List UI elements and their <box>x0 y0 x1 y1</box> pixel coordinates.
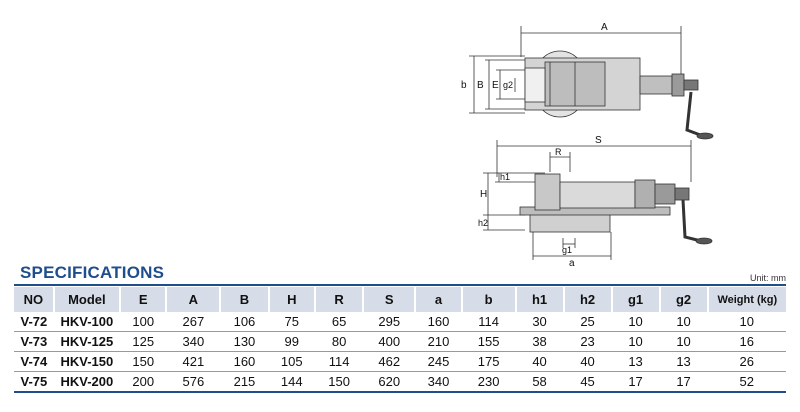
model-cell: HKV-125 <box>53 331 121 352</box>
table-cell: 23 <box>563 331 612 352</box>
column-header: NO <box>14 287 54 312</box>
table-cell: 25 <box>563 312 612 332</box>
table-cell: 144 <box>268 371 315 393</box>
table-cell: 99 <box>268 331 315 352</box>
dim-B-label: B <box>477 80 484 91</box>
column-header: H <box>267 287 315 312</box>
dim-g2-label: g2 <box>503 80 513 90</box>
table-cell: 215 <box>220 371 269 393</box>
table-cell: 210 <box>415 331 462 352</box>
dim-g1-label: g1 <box>562 245 572 255</box>
title-divider <box>14 284 786 286</box>
table-cell: 26 <box>707 351 786 372</box>
table-cell: 65 <box>314 312 364 332</box>
specifications-title: SPECIFICATIONS <box>20 263 165 282</box>
model-cell: HKV-100 <box>53 312 121 332</box>
table-cell: 150 <box>314 371 364 393</box>
column-header: R <box>313 287 364 312</box>
column-header: g2 <box>658 287 708 312</box>
table-cell: 114 <box>314 351 364 372</box>
table-cell: 462 <box>363 351 416 372</box>
table-cell: 17 <box>659 371 708 393</box>
dim-R-label: R <box>555 147 562 157</box>
column-header: b <box>460 287 516 312</box>
table-cell: 100 <box>120 312 167 332</box>
dim-h1-label: h1 <box>500 172 510 182</box>
table-cell: 10 <box>611 312 660 332</box>
table-cell: 105 <box>268 351 315 372</box>
table-cell: 400 <box>363 331 416 352</box>
table-cell: 40 <box>515 351 564 372</box>
table-cell: 125 <box>120 331 167 352</box>
table-cell: 106 <box>220 312 269 332</box>
table-cell: 130 <box>220 331 269 352</box>
table-cell: 267 <box>166 312 221 332</box>
table-cell: 13 <box>611 351 660 372</box>
table-cell: 155 <box>461 331 516 352</box>
dim-H-label: H <box>480 189 487 200</box>
column-header: h2 <box>562 287 612 312</box>
column-header: Weight (kg) <box>706 287 786 312</box>
column-header: g1 <box>610 287 660 312</box>
model-cell: HKV-150 <box>53 351 121 372</box>
dim-S-label: S <box>595 135 602 146</box>
column-header: B <box>219 287 269 312</box>
column-header: S <box>362 287 416 312</box>
table-cell: 245 <box>415 351 462 372</box>
column-header: Model <box>52 287 121 312</box>
table-cell: 114 <box>461 312 516 332</box>
table-cell: 38 <box>515 331 564 352</box>
table-cell: 160 <box>415 312 462 332</box>
table-cell: 340 <box>166 331 221 352</box>
column-header: a <box>414 287 462 312</box>
row-number-cell: V-75 <box>14 371 54 393</box>
dim-h2-label: h2 <box>478 218 488 228</box>
dim-E-label: E <box>492 80 499 91</box>
row-number-cell: V-73 <box>14 331 54 352</box>
table-cell: 80 <box>314 331 364 352</box>
table-cell: 58 <box>515 371 564 393</box>
table-cell: 52 <box>707 371 786 393</box>
unit-label: Unit: mm <box>750 273 786 283</box>
vise-technical-drawing: A b B E g2 <box>461 22 714 267</box>
table-cell: 10 <box>659 331 708 352</box>
table-cell: 340 <box>415 371 462 393</box>
table-cell: 200 <box>120 371 167 393</box>
table-cell: 295 <box>363 312 416 332</box>
table-cell: 16 <box>707 331 786 352</box>
table-cell: 10 <box>659 312 708 332</box>
row-number-cell: V-74 <box>14 351 54 372</box>
table-cell: 230 <box>461 371 516 393</box>
table-cell: 150 <box>120 351 167 372</box>
table-cell: 175 <box>461 351 516 372</box>
dim-b-label: b <box>461 80 467 91</box>
table-cell: 576 <box>166 371 221 393</box>
table-cell: 10 <box>611 331 660 352</box>
dim-a-label: a <box>569 258 575 267</box>
table-cell: 160 <box>220 351 269 372</box>
row-number-cell: V-72 <box>14 312 54 332</box>
table-cell: 75 <box>268 312 315 332</box>
table-cell: 421 <box>166 351 221 372</box>
table-cell: 13 <box>659 351 708 372</box>
table-cell: 30 <box>515 312 564 332</box>
column-header: h1 <box>514 287 564 312</box>
table-cell: 40 <box>563 351 612 372</box>
table-cell: 10 <box>707 312 786 332</box>
side-view <box>483 140 713 260</box>
dim-A-label: A <box>601 22 608 33</box>
column-header: A <box>165 287 221 312</box>
table-cell: 17 <box>611 371 660 393</box>
column-header: E <box>119 287 167 312</box>
top-view <box>469 26 714 140</box>
table-cell: 45 <box>563 371 612 393</box>
table-cell: 620 <box>363 371 416 393</box>
model-cell: HKV-200 <box>53 371 121 393</box>
